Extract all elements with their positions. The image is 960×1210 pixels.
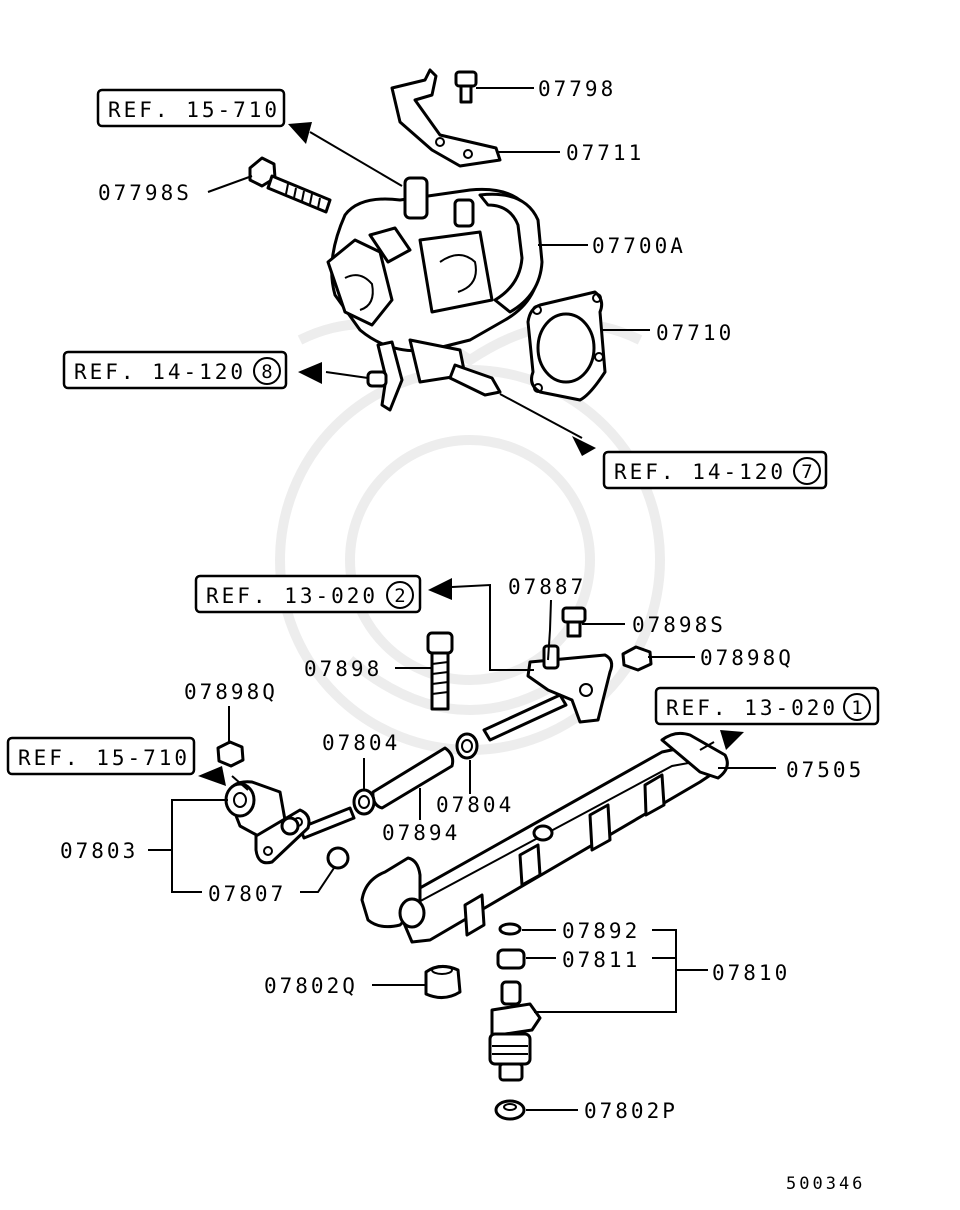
- bolt-07898-part: [426, 631, 454, 711]
- grommet-07811-part: [496, 948, 526, 970]
- ref-box-14-120-8[interactable]: REF. 14-120 8: [62, 350, 288, 390]
- ref-circle: [843, 693, 871, 721]
- rail-bracket-part: [526, 644, 614, 724]
- ref-circle: [386, 581, 414, 609]
- part-label-07810[interactable]: 07810: [712, 961, 790, 985]
- ref-label: REF. 15-710: [18, 746, 190, 770]
- ref-box-13-020-2[interactable]: REF. 13-020 2: [194, 574, 422, 614]
- ref-circle-number: 8: [261, 361, 272, 383]
- gasket-part: [526, 290, 607, 402]
- part-label-07892[interactable]: 07892: [562, 919, 640, 943]
- nut-07898Q-left-part: [216, 740, 245, 768]
- leader-lines: [148, 87, 776, 1111]
- throttle-body-part: [326, 176, 544, 412]
- part-label-07802Q[interactable]: 07802Q: [264, 974, 358, 998]
- part-labels: 07798 07711 07798S 07700A 07710 07887 07…: [60, 77, 864, 1123]
- clamp-right-part: [455, 732, 479, 760]
- ref-label: REF. 15-710: [108, 98, 280, 122]
- o-ring-07892-part: [498, 922, 522, 936]
- clamp-left-part: [352, 788, 376, 816]
- fuel-rail-part: [360, 731, 729, 944]
- diagram-code: 500346: [786, 1174, 865, 1194]
- part-label-07804-a[interactable]: 07804: [322, 731, 400, 755]
- ref-circle: [793, 457, 821, 485]
- arrow-to-ref-13-020-2: [428, 578, 452, 600]
- part-label-07804-b[interactable]: 07804: [436, 793, 514, 817]
- ref-circle-number: 7: [801, 461, 812, 483]
- ref-label: REF. 14-120: [74, 360, 246, 384]
- fuel-pipe-part: [482, 693, 568, 742]
- ref-arrows: [198, 122, 744, 786]
- part-label-07894[interactable]: 07894: [382, 821, 460, 845]
- ref-label: REF. 13-020: [666, 696, 838, 720]
- part-label-07798[interactable]: 07798: [538, 77, 616, 101]
- bolt-07898S-part: [561, 606, 587, 638]
- part-label-07505[interactable]: 07505: [786, 758, 864, 782]
- part-label-07807[interactable]: 07807: [208, 882, 286, 906]
- long-bolt-part: [248, 156, 332, 214]
- part-label-07811[interactable]: 07811: [562, 948, 640, 972]
- o-ring-07802P-part: [494, 1099, 526, 1121]
- bolt-small-part: [454, 70, 478, 104]
- ref-box-15-710-left[interactable]: REF. 15-710: [6, 736, 196, 776]
- part-label-07711[interactable]: 07711: [566, 141, 644, 165]
- ref-circle-number: 2: [394, 585, 405, 607]
- ref-circle-number: 1: [851, 697, 862, 719]
- nut-07898Q-top-part: [621, 645, 653, 672]
- o-ring-07807-part: [326, 846, 350, 870]
- part-label-07700A[interactable]: 07700A: [592, 234, 686, 258]
- part-label-07710[interactable]: 07710: [656, 321, 734, 345]
- ref-label: REF. 14-120: [614, 460, 786, 484]
- part-label-07898[interactable]: 07898: [304, 657, 382, 681]
- part-label-07898Q-top[interactable]: 07898Q: [700, 646, 794, 670]
- arrow-to-ref-15-710-top: [288, 122, 312, 144]
- ref-box-14-120-7[interactable]: REF. 14-120 7: [602, 450, 828, 490]
- part-label-07898Q-left[interactable]: 07898Q: [184, 680, 278, 704]
- spacer-07802Q-part: [424, 965, 462, 999]
- arrow-to-ref-15-710-left: [198, 766, 226, 786]
- ref-box-15-710-top[interactable]: REF. 15-710: [96, 88, 286, 128]
- pressure-regulator-part: [224, 780, 311, 865]
- part-label-07802P[interactable]: 07802P: [584, 1099, 678, 1123]
- injector-part: [488, 980, 542, 1082]
- arrow-to-ref-14-120-8: [298, 362, 322, 384]
- part-label-07803[interactable]: 07803: [60, 839, 138, 863]
- part-label-07887[interactable]: 07887: [508, 575, 586, 599]
- ref-box-13-020-1[interactable]: REF. 13-020 1: [654, 686, 880, 726]
- part-label-07798S[interactable]: 07798S: [98, 181, 192, 205]
- bracket-part: [390, 68, 502, 168]
- arrow-to-ref-14-120-7: [572, 436, 596, 456]
- part-label-07898S[interactable]: 07898S: [632, 613, 726, 637]
- arrow-to-ref-13-020-1: [720, 730, 744, 750]
- ref-circle: [253, 357, 281, 385]
- ref-label: REF. 13-020: [206, 584, 378, 608]
